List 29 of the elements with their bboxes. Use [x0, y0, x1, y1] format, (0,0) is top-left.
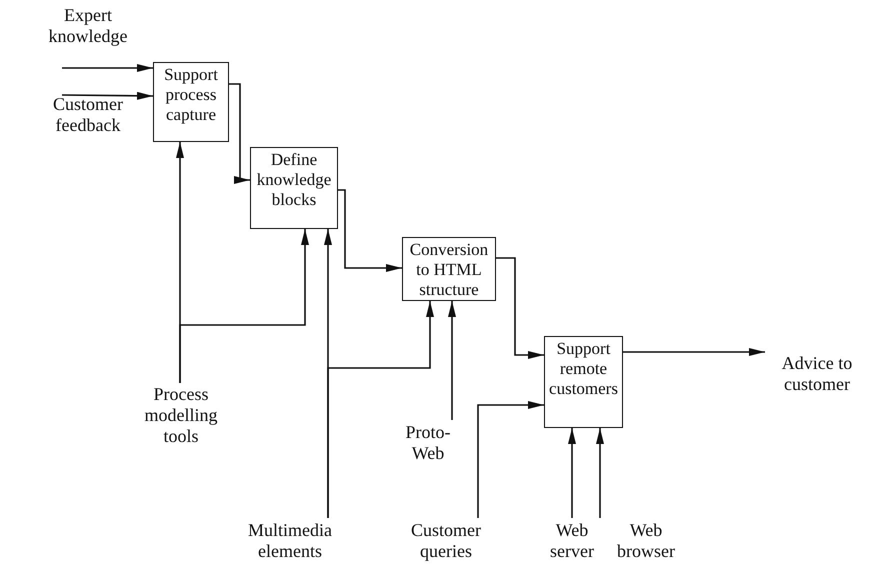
flow-label: Customer queries: [410, 520, 482, 562]
flow-label: Multimedia elements: [247, 520, 333, 562]
process-box: [544, 336, 623, 428]
arrow: [623, 348, 765, 356]
flow-label: Customer feedback: [52, 94, 124, 136]
process-label: Support remote customers: [548, 339, 619, 399]
arrow: [448, 301, 456, 420]
process-label: Support process capture: [163, 65, 219, 125]
arrow: [327, 301, 434, 518]
flow-label: Web server: [549, 520, 595, 562]
arrow: [179, 229, 309, 383]
process-label: Define knowledge blocks: [256, 150, 332, 210]
flow-label: Expert knowledge: [48, 5, 128, 47]
flow-label: Process modelling tools: [144, 384, 218, 446]
flow-label: Advice to customer: [780, 353, 854, 395]
arrow: [62, 92, 153, 100]
arrow: [62, 64, 153, 72]
process-label: Conversion to HTML structure: [408, 240, 490, 300]
flow-label: Proto-Web: [404, 422, 452, 464]
process-box: [402, 237, 496, 301]
process-box: [250, 147, 338, 229]
arrow: [229, 83, 250, 184]
flow-label: Web browser: [617, 520, 675, 562]
arrow: [338, 189, 402, 272]
arrow: [496, 257, 544, 359]
process-box: [153, 62, 229, 142]
arrow: [477, 401, 544, 518]
arrow: [568, 428, 576, 518]
arrow: [596, 428, 604, 518]
